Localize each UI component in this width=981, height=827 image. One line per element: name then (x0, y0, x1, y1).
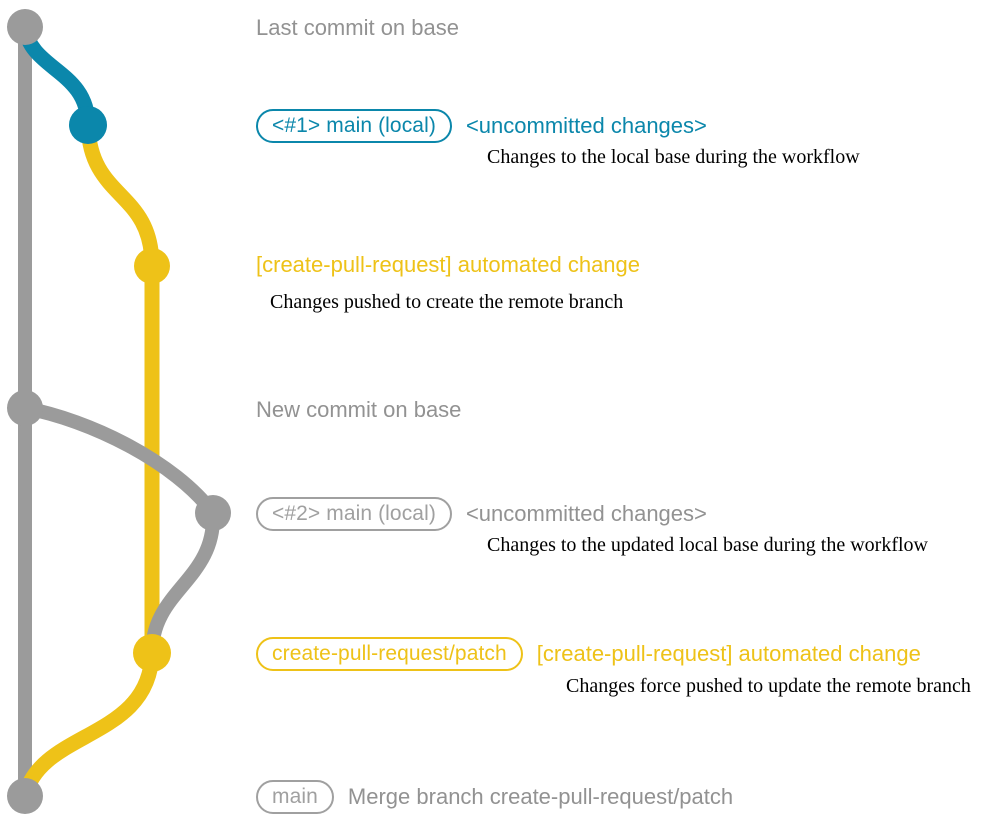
commit-subject-new-commit-on-base: New commit on base (256, 397, 462, 422)
node-base-head (7, 9, 43, 45)
node-local-2 (195, 495, 231, 531)
branch-pill-main-local-1[interactable]: <#1> main (local) (256, 109, 452, 143)
commit-detail-remote-1: Changes pushed to create the remote bran… (270, 291, 624, 313)
edge-local1-to-remote1 (80, 117, 160, 274)
edge-remote2-to-merge (17, 645, 160, 804)
commit-subject-local-2: <uncommitted changes> (465, 501, 707, 526)
commit-subject-merge: Merge branch create-pull-request/patch (347, 784, 734, 809)
edge-base-to-local1 (17, 19, 96, 133)
row-local-commit-1: <#1> main (local) <uncommitted changes> (256, 109, 707, 143)
node-remote-2 (133, 634, 171, 672)
row-merge-commit: main Merge branch create-pull-request/pa… (256, 780, 733, 814)
node-remote-1 (134, 248, 170, 284)
row-local-commit-2: <#2> main (local) <uncommitted changes> (256, 497, 707, 531)
branch-pill-main[interactable]: main (256, 780, 334, 814)
branch-pill-create-pull-request-patch[interactable]: create-pull-request/patch (256, 637, 523, 671)
node-base-new (7, 390, 43, 426)
commit-detail-local-1: Changes to the local base during the wor… (487, 146, 860, 168)
commit-detail-remote-2: Changes force pushed to update the remot… (566, 675, 971, 697)
edge-local2-to-remote2 (145, 506, 221, 660)
commit-subject-last-commit-on-base: Last commit on base (256, 15, 459, 40)
commit-subject-local-1: <uncommitted changes> (465, 113, 707, 138)
node-merge (7, 778, 43, 814)
node-local-1 (69, 106, 107, 144)
edge-basenew-to-local2 (18, 401, 220, 520)
commit-detail-local-2: Changes to the updated local base during… (487, 534, 928, 556)
row-remote-commit-2: create-pull-request/patch [create-pull-r… (256, 637, 921, 671)
row-remote-commit-1: [create-pull-request] automated change (256, 254, 640, 276)
commit-subject-remote-1: [create-pull-request] automated change (256, 252, 641, 277)
branch-pill-main-local-2[interactable]: <#2> main (local) (256, 497, 452, 531)
commit-subject-remote-2: [create-pull-request] automated change (536, 641, 921, 666)
